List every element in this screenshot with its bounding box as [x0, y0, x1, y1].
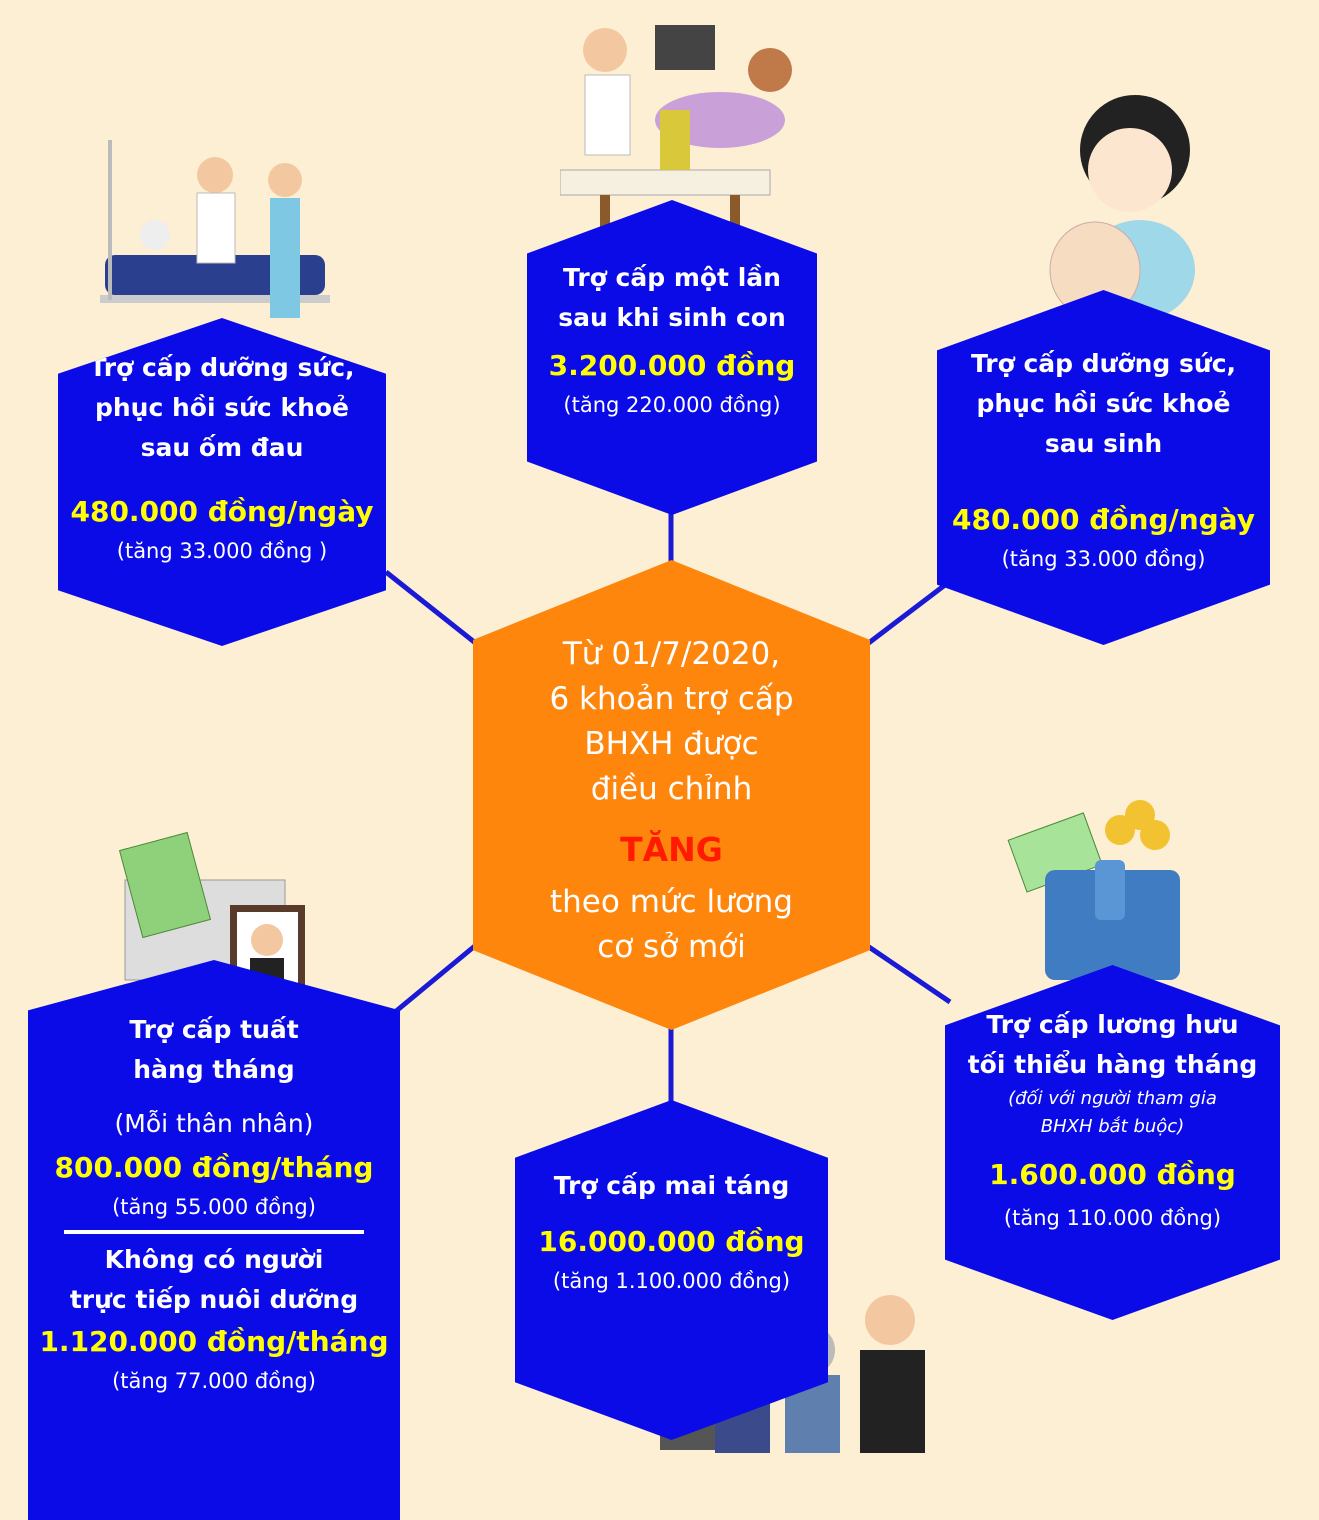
- benefit-increase: (tăng 33.000 đồng ): [116, 539, 328, 563]
- headline-line: 6 khoản trợ cấp: [549, 681, 794, 717]
- benefit-note: (Mỗi thân nhân): [114, 1109, 314, 1138]
- benefit-value: 3.200.000 đồng: [548, 349, 796, 382]
- benefit-title: Trợ cấp dưỡng sức,: [89, 353, 355, 382]
- benefit-value: 1.600.000 đồng: [989, 1158, 1236, 1191]
- benefit-monthly-survivor: Trợ cấp tuất hàng tháng (Mỗi thân nhân) …: [28, 960, 400, 1520]
- divider: [64, 1230, 364, 1234]
- benefit-increase: (tăng 110.000 đồng): [1003, 1206, 1222, 1230]
- headline-line: cơ sở mới: [597, 929, 746, 965]
- benefit-title: sau ốm đau: [140, 433, 304, 462]
- connector-top-right: [864, 583, 947, 647]
- benefit-increase: (tăng 220.000 đồng): [563, 393, 781, 417]
- benefit-value: 800.000 đồng/tháng: [54, 1151, 374, 1184]
- wallet-money-illustration: [1007, 800, 1180, 980]
- benefit-postnatal-recovery: Trợ cấp dưỡng sức, phục hồi sức khoẻ sau…: [937, 290, 1270, 645]
- benefit-title: trực tiếp nuôi dưỡng: [69, 1285, 359, 1314]
- benefit-value: 1.120.000 đồng/tháng: [39, 1325, 389, 1358]
- ultrasound-illustration: [560, 25, 792, 240]
- benefit-note: BHXH bắt buộc): [1040, 1116, 1185, 1137]
- connector-bottom-right: [864, 942, 952, 1005]
- benefit-sickness-recovery: Trợ cấp dưỡng sức, phục hồi sức khoẻ sau…: [58, 318, 386, 646]
- headline-line: điều chỉnh: [590, 771, 753, 807]
- headline-highlight: TĂNG: [620, 830, 723, 869]
- connector-top-left: [384, 570, 480, 647]
- connector-lines: [384, 510, 952, 1105]
- benefit-increase: (tăng 1.100.000 đồng): [552, 1269, 791, 1293]
- benefit-title: sau sinh: [1044, 429, 1163, 458]
- headline-line: theo mức lương: [550, 884, 793, 920]
- benefit-increase: (tăng 33.000 đồng): [1001, 547, 1206, 571]
- benefit-title: Trợ cấp lương hưu: [986, 1010, 1239, 1039]
- benefit-minimum-pension: Trợ cấp lương hưu tối thiểu hàng tháng (…: [945, 965, 1280, 1320]
- benefit-title: Trợ cấp mai táng: [553, 1171, 790, 1200]
- benefit-title: Trợ cấp dưỡng sức,: [970, 349, 1237, 378]
- benefit-title: Trợ cấp tuất: [129, 1015, 299, 1044]
- benefit-value: 480.000 đồng/ngày: [70, 495, 374, 528]
- benefit-increase: (tăng 55.000 đồng): [112, 1195, 316, 1219]
- mother-baby-illustration: [1049, 95, 1195, 320]
- benefit-note: (đối với người tham gia: [1008, 1088, 1217, 1109]
- benefit-title: hàng tháng: [133, 1055, 295, 1084]
- benefit-title: tối thiểu hàng tháng: [967, 1050, 1258, 1079]
- hospital-bed-illustration: [100, 140, 330, 318]
- benefit-title: sau khi sinh con: [558, 303, 786, 332]
- connector-bottom-left: [393, 943, 478, 1014]
- headline-line: BHXH được: [584, 726, 759, 762]
- benefit-increase: (tăng 77.000 đồng): [112, 1369, 316, 1393]
- benefit-title: Không có người: [104, 1245, 324, 1274]
- benefit-value: 480.000 đồng/ngày: [951, 503, 1256, 536]
- benefit-childbirth-lump-sum: Trợ cấp một lần sau khi sinh con 3.200.0…: [527, 200, 817, 515]
- benefit-title: Trợ cấp một lần: [563, 263, 781, 292]
- benefit-title: phục hồi sức khoẻ: [976, 389, 1231, 418]
- benefit-title: phục hồi sức khoẻ: [94, 393, 350, 422]
- benefit-funeral: Trợ cấp mai táng 16.000.000 đồng (tăng 1…: [515, 1100, 828, 1440]
- center-headline: Từ 01/7/2020, 6 khoản trợ cấp BHXH được …: [473, 560, 870, 1030]
- headline-line: Từ 01/7/2020,: [562, 636, 781, 672]
- benefit-value: 16.000.000 đồng: [538, 1225, 805, 1258]
